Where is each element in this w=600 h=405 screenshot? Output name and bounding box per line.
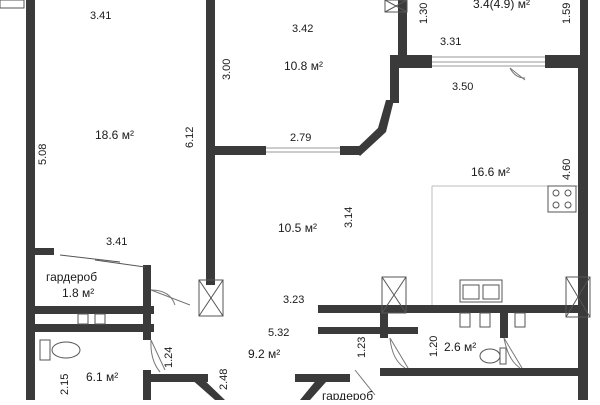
wall-bathroom-right-low <box>143 370 151 400</box>
dim-341-top: 3.41 <box>90 10 111 22</box>
dim-532: 5.32 <box>268 327 289 339</box>
area-bedroom-left: 18.6 м² <box>95 128 134 142</box>
wall-bedroom-hall <box>206 0 215 285</box>
wall-bathroom-top <box>26 306 154 314</box>
wall-toilet-bottom <box>380 368 580 376</box>
wall-bathroom-mid <box>26 324 154 332</box>
door-swings <box>150 67 526 396</box>
dim-314: 3.14 <box>343 207 355 228</box>
dim-350: 3.50 <box>452 81 473 93</box>
area-bedroom-top: 10.8 м² <box>284 59 323 73</box>
wall-corridor-diag-left <box>190 374 225 400</box>
area-kitchen: 16.6 м² <box>471 165 510 179</box>
wall-bedroom-top-bottom-right <box>340 146 360 155</box>
dim-159: 1.59 <box>561 3 573 24</box>
area-wardrobe-left: 1.8 м² <box>62 286 94 300</box>
area-balcony: 3.4(4.9) м² <box>473 0 530 11</box>
toilet-left <box>39 339 81 361</box>
wall-corridor-diag-right <box>300 378 326 400</box>
sliding-door-2 <box>94 259 146 268</box>
shaft-top-left <box>0 0 25 9</box>
wall-left-outer <box>26 0 35 400</box>
vent-blocks <box>77 312 526 328</box>
shafts <box>0 0 591 318</box>
toilet-right <box>479 347 507 365</box>
stove <box>547 185 577 213</box>
wall-bathroom-right <box>143 314 151 340</box>
wall-wardrobe-left-top <box>26 248 54 255</box>
area-hall: 10.5 м² <box>278 221 317 235</box>
dim-342: 3.42 <box>292 23 313 35</box>
walls <box>26 0 588 400</box>
wall-left-bottom <box>26 385 34 400</box>
area-bathroom-left: 6.1 м² <box>86 370 118 384</box>
dimension-labels: 3.41 3.42 1.30 1.59 3.31 3.00 3.50 5.08 … <box>37 3 573 395</box>
dim-215: 2.15 <box>59 374 71 395</box>
shaft-hall <box>198 279 224 317</box>
shaft-central <box>381 276 407 314</box>
area-toilet: 2.6 м² <box>444 340 476 354</box>
dim-341-mid: 3.41 <box>106 236 127 248</box>
wall-bedroom-balcony <box>398 0 407 60</box>
room-areas: 18.6 м² 10.8 м² 3.4(4.9) м² 16.6 м² 10.5… <box>46 0 530 403</box>
dim-612: 6.12 <box>184 127 196 148</box>
wall-curved <box>355 100 394 156</box>
dim-123: 1.23 <box>356 337 368 358</box>
dim-323: 3.23 <box>283 294 304 306</box>
wall-balcony-bottom-left <box>390 55 432 68</box>
shaft-right <box>565 276 591 318</box>
label-wardrobe-bottom: гардероб <box>322 389 373 400</box>
wall-corridor-bottom <box>295 374 350 382</box>
shaft-balcony <box>384 0 408 13</box>
dim-248: 2.48 <box>218 369 230 390</box>
windows <box>266 56 545 153</box>
dim-460: 4.60 <box>561 159 573 180</box>
wall-toilet-right <box>500 313 508 338</box>
wall-toilet-left <box>380 313 388 338</box>
wall-balcony-right <box>580 0 588 55</box>
wall-central-horizontal <box>318 305 580 313</box>
wall-wardrobe-left-right <box>143 265 151 310</box>
dim-508: 5.08 <box>37 144 49 165</box>
dim-120: 1.20 <box>428 336 440 357</box>
wall-balcony-bottom-right <box>545 55 588 68</box>
wall-central-horizontal-2 <box>318 327 418 334</box>
wardrobe-sliding-door <box>59 254 146 268</box>
dim-300: 3.00 <box>221 59 233 80</box>
dim-130: 1.30 <box>418 3 430 24</box>
sliding-door-1 <box>59 254 121 263</box>
kitchen-sink <box>459 279 503 303</box>
area-corridor: 9.2 м² <box>248 347 280 361</box>
wall-stub-right-bedroom <box>390 55 399 103</box>
dim-124-left: 1.24 <box>163 347 175 368</box>
dim-331: 3.31 <box>440 36 461 48</box>
dim-279: 2.79 <box>290 132 311 144</box>
wall-right-outer <box>578 55 588 400</box>
label-wardrobe-left: гардероб <box>46 270 97 284</box>
wall-bathroom-bottom <box>143 374 208 382</box>
wall-bedroom-top-bottom <box>206 146 266 155</box>
